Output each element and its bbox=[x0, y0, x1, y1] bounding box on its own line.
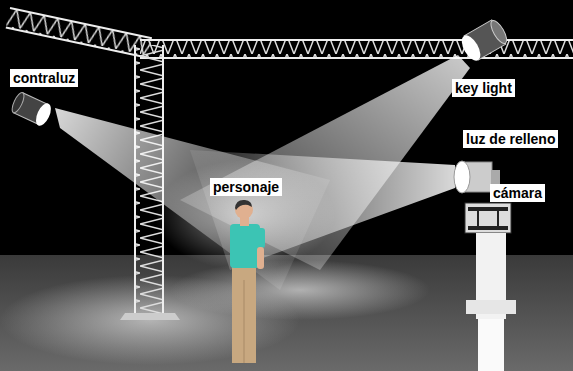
part-label: contraluz bbox=[10, 69, 78, 87]
part-label: personaje bbox=[210, 178, 282, 196]
person bbox=[230, 200, 265, 363]
backlight-lamp bbox=[9, 90, 54, 128]
part-label: key light bbox=[452, 79, 515, 97]
truss bbox=[6, 8, 573, 320]
camera bbox=[465, 203, 516, 371]
part-label: luz de relleno bbox=[463, 130, 558, 148]
part-label: cámara bbox=[490, 184, 545, 202]
light-glow bbox=[155, 160, 335, 270]
floor-spot bbox=[170, 260, 430, 320]
key-lamp bbox=[458, 17, 510, 63]
